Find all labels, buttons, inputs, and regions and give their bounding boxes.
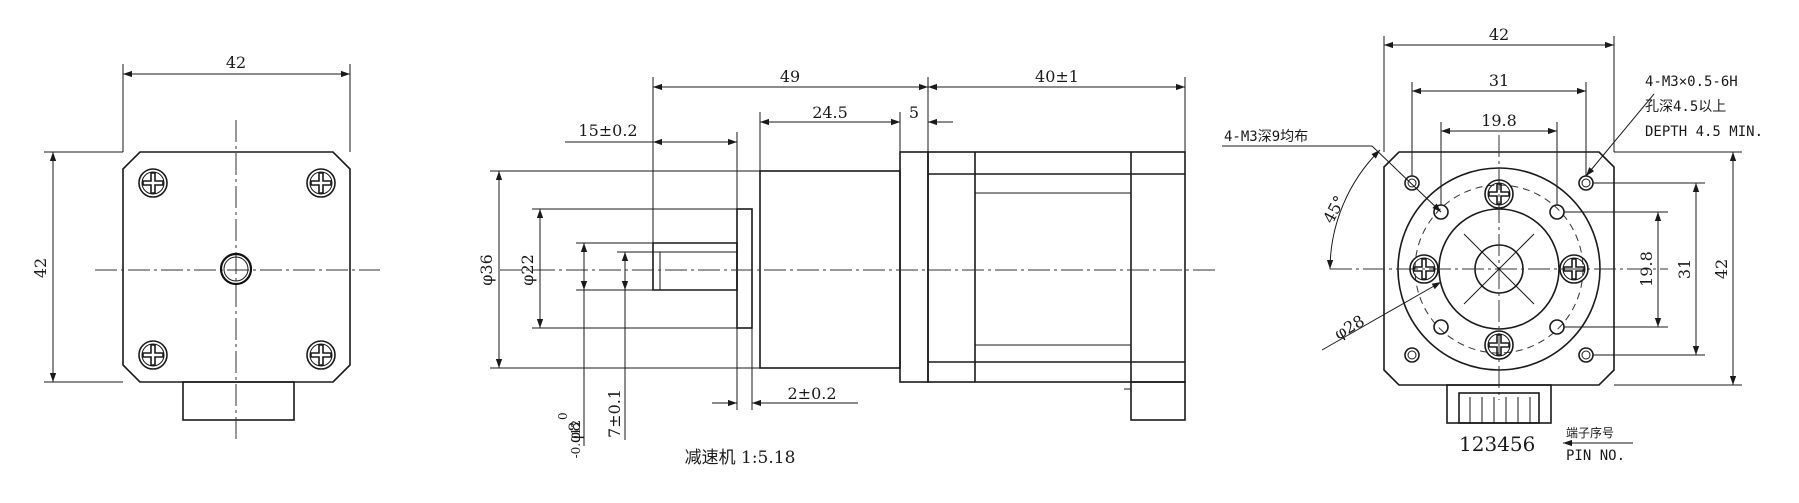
boss-height-label: 2±0.2: [787, 384, 836, 403]
boss-dia-label: φ22: [518, 254, 537, 286]
rear-screw-top: [1484, 179, 1514, 209]
shaft-length-label: 15±0.2: [578, 121, 637, 140]
front-screw-tl: [138, 168, 168, 198]
right-mid-label: 31: [1675, 259, 1694, 279]
front-width-label: 42: [226, 53, 246, 72]
pin-numbers: 123456: [1459, 432, 1535, 456]
rear-view: 42 31 19.8 19.8 31 42 4-M3×0.5-6H 孔深4.5以…: [1222, 25, 1763, 464]
front-screw-bl: [138, 340, 168, 370]
pcd-holes-label: 4-M3深9均布: [1224, 129, 1308, 145]
side-view: 49 40±1 24.5 5 15±0.2 φ36 φ22 φ8 0 -0.01…: [477, 67, 1215, 468]
motor-length-label: 40±1: [1035, 67, 1079, 86]
angle-label: 45°: [1319, 192, 1349, 226]
ratio-caption: 减速机 1:5.18: [685, 448, 796, 468]
flange-label: 5: [909, 103, 919, 122]
rear-screw-bottom: [1484, 330, 1514, 360]
front-screw-tr: [306, 168, 336, 198]
gear-body-label: 24.5: [812, 103, 848, 122]
rear-screw-left: [1409, 254, 1439, 284]
right-outer-label: 42: [1712, 259, 1731, 279]
inner-spacing-label: 19.8: [1481, 111, 1517, 130]
front-screw-br: [306, 340, 336, 370]
front-view: 42 42: [31, 53, 380, 440]
pcd-label: φ28: [1331, 311, 1368, 343]
outer-dia-label: φ36: [477, 254, 496, 286]
hole-spec-line2: 孔深4.5以上: [1645, 99, 1726, 115]
flat-depth-label: 7±0.1: [605, 389, 624, 438]
hole-spacing-label: 31: [1489, 71, 1509, 90]
shaft-dia-label: φ8: [565, 422, 584, 443]
rear-screw-right: [1559, 254, 1589, 284]
hole-spec-line1: 4-M3×0.5-6H: [1645, 74, 1738, 90]
hole-spec-line3: DEPTH 4.5 MIN.: [1645, 124, 1763, 140]
shaft-tol-upper: 0: [556, 412, 570, 420]
gearbox-length-label: 49: [780, 67, 800, 86]
rear-width-label: 42: [1489, 25, 1509, 44]
pin-label-cn: 端子序号: [1566, 425, 1614, 440]
shaft-tol-lower: -0.012: [569, 420, 583, 458]
pin-label-en: PIN NO.: [1566, 448, 1625, 464]
right-inner-label: 19.8: [1637, 251, 1656, 287]
front-height-label: 42: [31, 258, 50, 278]
